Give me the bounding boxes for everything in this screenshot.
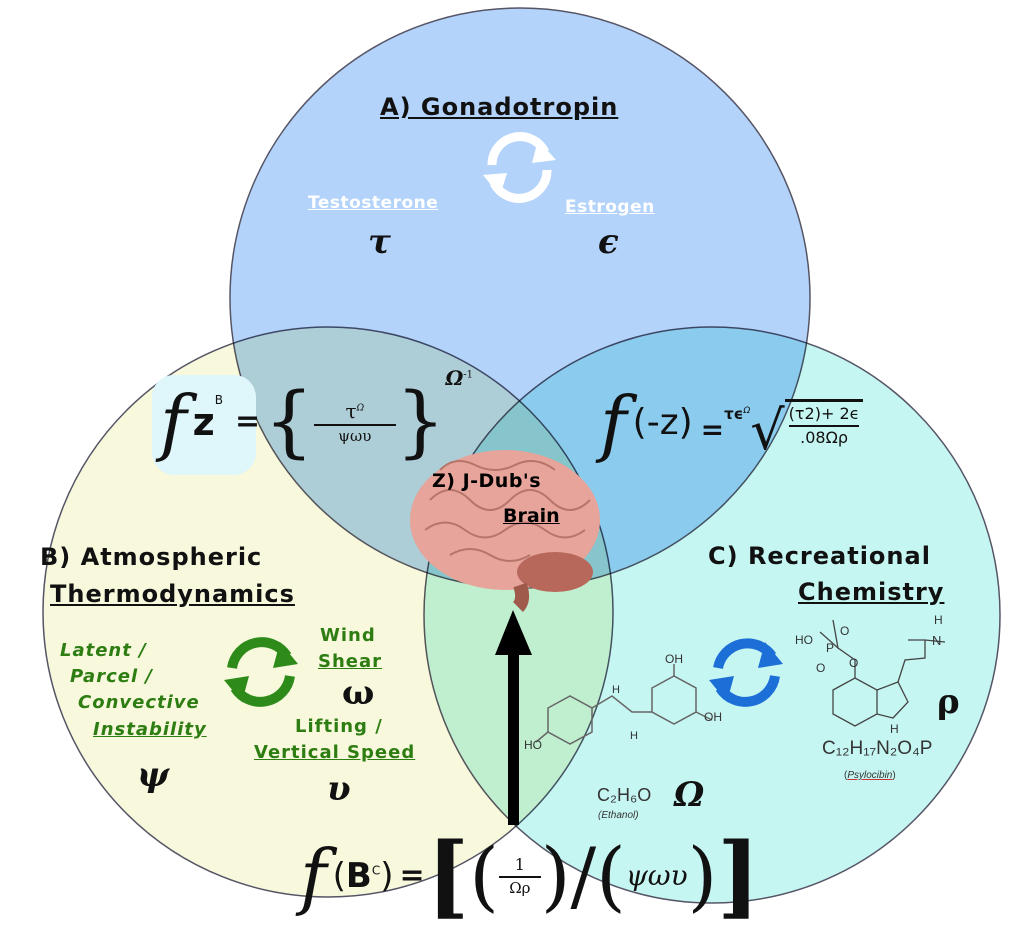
symbol-epsilon: ϵ [598,222,619,262]
formula-ab-sup: B [214,393,224,407]
label-estrogen: Estrogen [565,197,655,217]
formula-ab-exp: Ω [445,366,464,390]
formula-ac: f (-z) = τϵΩ √ (τ2)+ 2ϵ .08Ωρ [600,375,864,470]
psilocybin-o2: O [816,661,826,675]
formula-ac-pre-sup: Ω [743,406,751,416]
cycle-icon-green [224,637,298,707]
psilocybin-name-text: Psylocibin [847,770,893,781]
resveratrol-structure [535,664,713,745]
ethanol-formula: C₂H₆O [597,785,652,805]
symbol-omega: ω [342,673,375,713]
formula-ab-brace-open: { [264,377,314,467]
instability-label: Instability [93,719,207,740]
formula-bc-fraction: 1 Ωρ [498,854,541,897]
formula-ab-exp-group: Ω-1 [445,368,473,388]
title-gonadotropin: A) Gonadotropin [380,93,619,121]
formula-ac-arg-text: -z [646,401,679,443]
formula-highlight [152,375,256,475]
psilocybin-formula: C₁₂H₁₇N₂O₄P [822,738,933,759]
h-label-2: H [630,730,638,742]
formula-ab-eq: = [235,404,261,439]
formula-ac-eq: = [700,412,725,446]
psilocybin-n: N [932,633,942,648]
formula-ab-num: τ [345,398,357,423]
formula-ac-den: .08Ωρ [800,428,848,447]
symbol-upsilon: υ [327,769,351,809]
formula-bc-eq: = [399,858,425,893]
formula-bc-den: Ωρ [509,878,531,897]
brain-image [410,450,600,612]
formula-ab-den: ψωυ [338,426,372,445]
formula-ab-exp-sup: -1 [463,369,473,381]
formula-ab-f: f [160,380,187,464]
formula-bc-paren-close: ) [540,831,571,920]
formula-bc-bracket-open: [ [426,823,470,929]
formula-bc-arg: (BC) [332,856,394,896]
ethanol-name: (Ethanol) [598,810,639,821]
lifting-label: Lifting / [295,716,383,737]
symbol-psi: ψ [137,755,170,795]
title-chemistry: Chemistry [798,578,945,606]
psilocybin-name: (Psylocibin) [844,770,896,781]
formula-bc-right: ψωυ [625,859,688,892]
psilocybin-o3: O [849,656,859,670]
title-atmospheric: B) Atmospheric [40,543,263,571]
formula-ab-fraction-bar [313,423,396,426]
formula-ab: f z B = { τΩ ψωυ } Ω-1 [160,368,473,472]
brain-label-line2: Brain [503,505,560,527]
formula-ac-f: f [600,380,627,465]
psilocybin-ho: HO [795,633,813,647]
h-label-1: H [612,684,620,696]
ethanol-name-text: Ethanol [601,810,636,821]
parcel-label: Parcel / [70,666,153,687]
symbol-tau: τ [368,222,391,262]
formula-bc-f: f [300,834,327,918]
formula-ac-num: (τ2)+ 2ϵ [788,404,860,423]
shear-label: Shear [318,651,383,672]
psilocybin-structure [819,619,946,727]
psilocybin-o1: O [840,624,850,638]
latent-label: Latent / [60,640,147,661]
psilocybin-p: P [826,641,835,655]
up-arrow [495,610,532,825]
formula-bc-num: 1 [514,854,525,874]
formula-ab-fraction: τΩ ψωυ [313,401,396,445]
formula-ac-fraction-bar [788,425,860,427]
formula-bc-sup: C [371,863,381,878]
wind-label: Wind [320,625,376,646]
vertical-speed-label: Vertical Speed [254,742,416,763]
oh-label-top: OH [665,652,683,666]
psilocybin-h1: H [934,613,943,627]
oh-label-right: OH [704,710,722,724]
formula-bc-paren-open: ( [469,831,499,920]
label-testosterone: Testosterone [308,193,439,213]
formula-bc-paren-open2: ( [596,831,626,920]
title-thermodynamics: Thermodynamics [50,580,295,608]
formula-ab-brace-close: } [395,377,446,467]
cycle-icon-blue [709,638,783,707]
formula-ac-radical-bar: (τ2)+ 2ϵ .08Ωρ [784,399,864,447]
formula-ab-arg: z [192,400,215,444]
formula-ac-arg: (-z) [632,401,693,443]
formula-ac-pre: τϵ [724,405,744,423]
formula-ab-num-group: τΩ [346,401,365,421]
symbol-rho: ρ [937,682,960,722]
ho-label-left: HO [524,738,542,752]
formula-bc-slash: / [570,831,597,920]
formula-bc-fraction-bar [498,875,541,878]
formula-bc-paren-close2: ) [687,831,718,920]
formula-ab-num-sup: Ω [356,402,365,413]
title-recreational: C) Recreational [708,542,931,570]
formula-ac-radical: √ [750,398,785,462]
formula-bc-bracket-close: ] [717,823,760,929]
formula-bc: f (BC) = [ ( 1 Ωρ ) / ( ψωυ ) ] [300,826,760,926]
symbol-omega-capital: Ω [674,775,705,815]
formula-ac-pre-group: τϵΩ [724,407,750,422]
cycle-icon-white [483,132,556,203]
psilocybin-nh: H [890,722,899,736]
convective-label: Convective [78,692,200,713]
formula-bc-arg-text: B [345,856,372,896]
brain-label-line1: Z) J-Dub's [432,470,542,492]
